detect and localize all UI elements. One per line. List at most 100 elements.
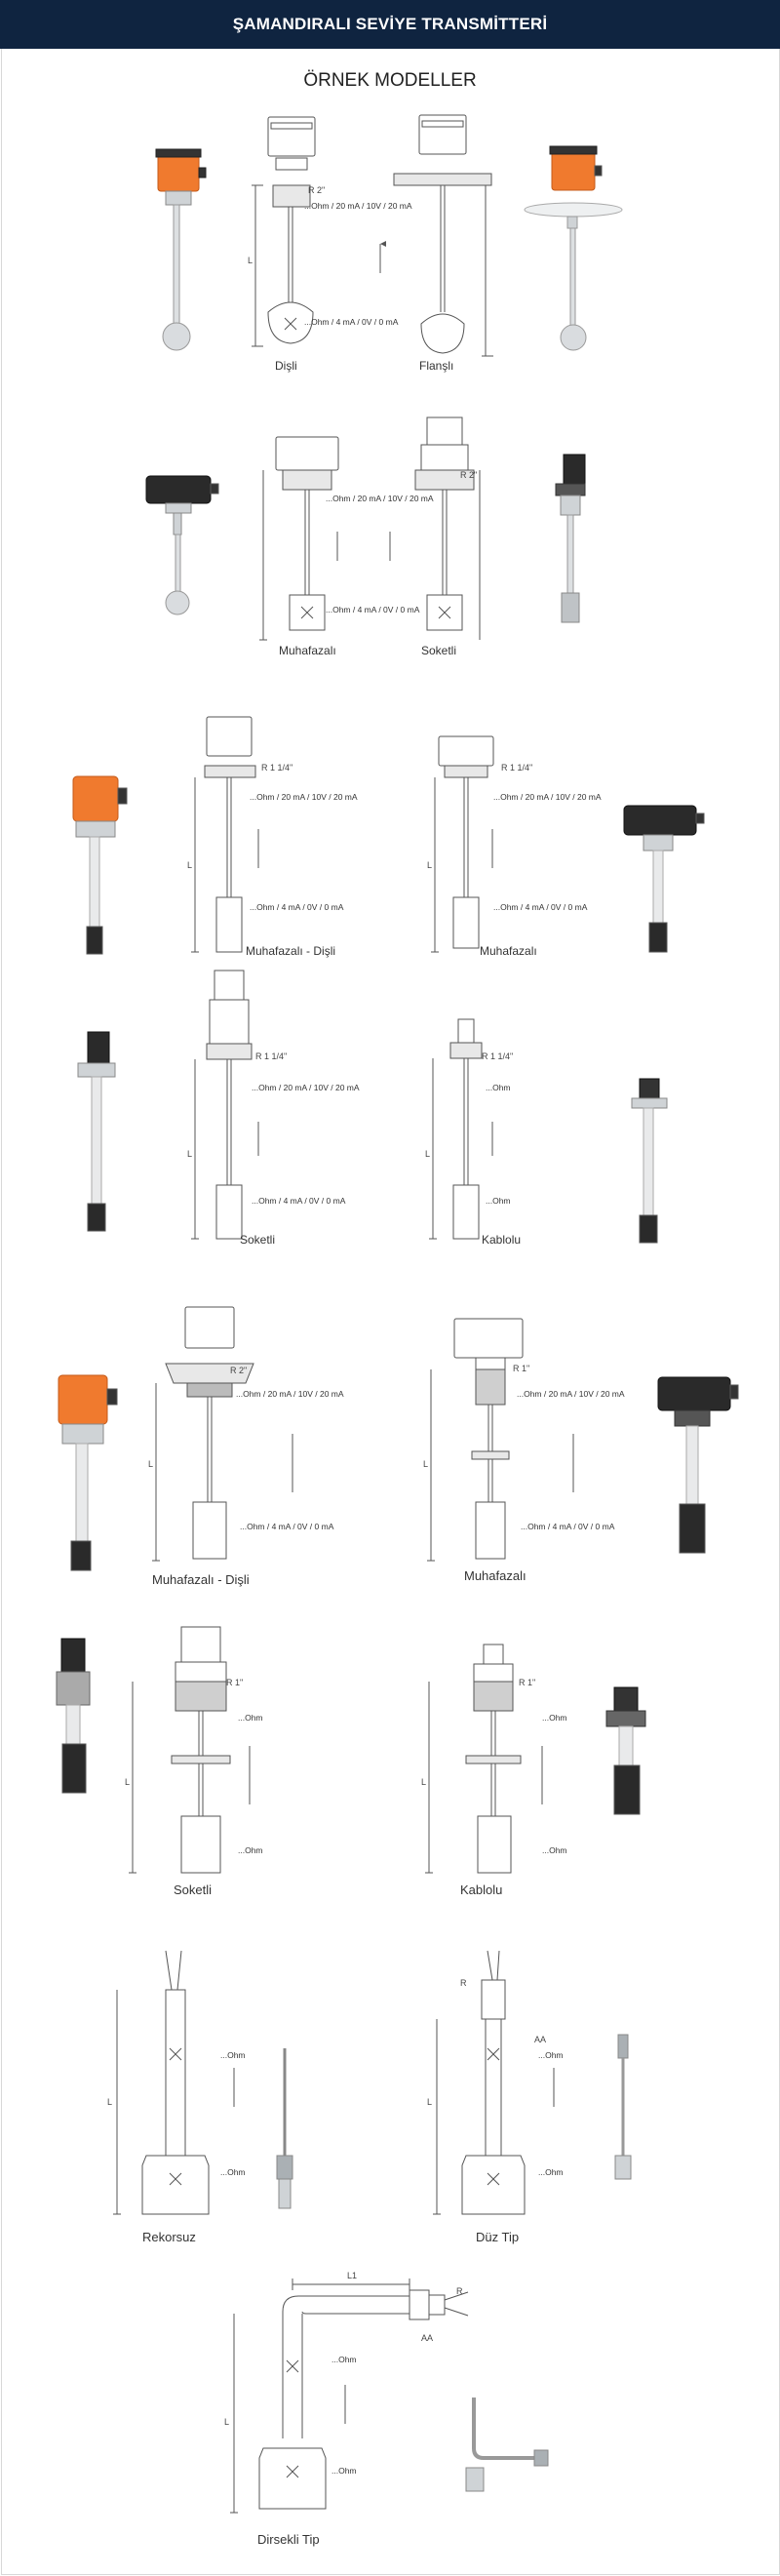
drawing-dirsekli-tip — [230, 2279, 469, 2514]
thread-label: R 1" — [513, 1364, 530, 1373]
product-duz-tip-rod — [614, 2034, 632, 2180]
signal-ohm-label: ...Ohm — [542, 1713, 567, 1723]
model-caption-muhafazali: Muhafazalı — [279, 644, 336, 657]
signal-ohm-label: ...Ohm — [486, 1083, 511, 1092]
product-black-housing — [145, 475, 219, 615]
length-label: L — [187, 1149, 193, 1159]
product-orange-rod — [72, 775, 128, 955]
signal-ohm-label: ...Ohm — [538, 2167, 564, 2177]
model-caption-muhafazali-disli: Muhafazalı - Dişli — [152, 1572, 250, 1587]
signal-ohm-label: ...Ohm — [538, 2050, 564, 2060]
thread-label: R 1 1/4" — [261, 763, 293, 773]
length-label: L — [248, 256, 254, 265]
product-orange-threaded — [155, 148, 207, 351]
signal-top-label: ...Ohm / 20 mA / 10V / 20 mA — [236, 1389, 344, 1399]
length-label: L — [125, 1777, 131, 1787]
model-caption-muhafazali-disli: Muhafazalı - Dişli — [246, 944, 336, 958]
signal-bottom-label: ...Ohm / 4 mA / 0V / 0 mA — [252, 1196, 346, 1206]
length-label: L — [187, 860, 193, 870]
drawing-flansli — [379, 114, 493, 357]
drawing-rekorsuz — [113, 1950, 235, 2215]
product-dirsekli-rod — [465, 2398, 549, 2492]
signal-ohm-label: ...Ohm — [238, 1845, 263, 1855]
model-caption-kablolu: Kablolu — [482, 1233, 522, 1247]
signal-bottom-label: ...Ohm / 4 mA / 0V / 0 mA — [326, 605, 420, 614]
drawing-muhafazali-3 — [427, 1318, 574, 1562]
length-label: L — [427, 2097, 433, 2107]
drawing-muhafazali-2 — [431, 735, 494, 953]
product-socket-short — [56, 1638, 91, 1794]
thread-label: R 1 1/4" — [255, 1051, 288, 1061]
thread-label: R 1 1/4" — [482, 1051, 514, 1061]
drawing-soketli-1 — [389, 416, 481, 640]
model-caption-dirsekli-tip: Dirsekli Tip — [257, 2532, 320, 2547]
signal-top-label: ...Ohm / 20 mA / 10V / 20 mA — [326, 494, 434, 503]
model-caption-flansli: Flanşlı — [419, 359, 454, 373]
signal-top-label: ...Ohm / 20 mA / 10V / 20 mA — [250, 792, 358, 802]
product-rekorsuz-rod — [276, 2048, 293, 2209]
drawing-soketli-2 — [191, 970, 259, 1240]
drawing-muhafazali-disli-2 — [152, 1306, 293, 1562]
product-cable-rod — [631, 1078, 668, 1244]
signal-ohm-label: ...Ohm — [542, 1845, 567, 1855]
model-caption-muhafazali: Muhafazalı — [480, 944, 537, 958]
drawing-disli — [252, 116, 386, 347]
length-label: L — [423, 1459, 429, 1469]
thread-label: R 2" — [230, 1366, 248, 1375]
signal-bottom-label: ...Ohm / 4 mA / 0V / 0 mA — [304, 317, 399, 327]
signal-bottom-label: ...Ohm / 4 mA / 0V / 0 mA — [250, 902, 344, 912]
model-caption-muhafazali: Muhafazalı — [464, 1568, 526, 1583]
signal-bottom-label: ...Ohm / 4 mA / 0V / 0 mA — [240, 1522, 334, 1531]
page-header: ŞAMANDIRALI SEVİYE TRANSMİTTERİ — [0, 0, 780, 49]
drawing-muhafazali-1 — [259, 436, 339, 641]
product-cable-short — [605, 1686, 646, 1815]
product-orange-flange — [524, 145, 623, 351]
length-label: L — [421, 1777, 427, 1787]
length-label: L — [425, 1149, 431, 1159]
product-connector-socket — [555, 454, 586, 623]
length-label: L — [224, 2417, 230, 2427]
signal-ohm-label: ...Ohm — [220, 2167, 246, 2177]
product-black-short — [657, 1376, 739, 1554]
length-label: L1 — [347, 2271, 358, 2280]
page-title: ŞAMANDIRALI SEVİYE TRANSMİTTERİ — [232, 15, 548, 33]
signal-bottom-label: ...Ohm / 4 mA / 0V / 0 mA — [521, 1522, 615, 1531]
model-caption-kablolu: Kablolu — [460, 1882, 503, 1897]
length-label: L — [148, 1459, 154, 1469]
signal-ohm-label: ...Ohm — [238, 1713, 263, 1723]
thread-label: R 2" — [460, 470, 478, 480]
signal-ohm-label: ...Ohm — [220, 2050, 246, 2060]
model-caption-soketli: Soketli — [421, 644, 457, 657]
product-black-rod — [623, 805, 705, 953]
product-orange-short — [58, 1374, 118, 1571]
thread-label: R 2" — [308, 185, 326, 195]
thread-label: R 1 1/4" — [501, 763, 533, 773]
signal-bottom-label: ...Ohm / 4 mA / 0V / 0 mA — [493, 902, 588, 912]
thread-label: R — [456, 2286, 463, 2296]
drawing-kablolu-2 — [425, 1644, 543, 1874]
thread-label: R — [460, 1978, 467, 1988]
length-label: L — [107, 2097, 113, 2107]
signal-ohm-label: ...Ohm — [332, 2355, 357, 2364]
signal-ohm-label: ...Ohm — [486, 1196, 511, 1206]
signal-top-label: ...Ohm / 20 mA / 10V / 20 mA — [493, 792, 602, 802]
signal-top-label: ...Ohm / 20 mA / 10V / 20 mA — [304, 201, 412, 211]
signal-top-label: ...Ohm / 20 mA / 10V / 20 mA — [517, 1389, 625, 1399]
thread-label: AA — [534, 2035, 547, 2044]
signal-ohm-label: ...Ohm — [332, 2466, 357, 2476]
thread-label: AA — [421, 2333, 434, 2343]
product-socket-rod — [77, 1031, 116, 1232]
drawing-kablolu-1 — [429, 1018, 493, 1240]
length-label: L — [427, 860, 433, 870]
model-caption-rekorsuz: Rekorsuz — [142, 2230, 196, 2244]
model-caption-soketli: Soketli — [174, 1882, 213, 1897]
section-title: ÖRNEK MODELLER — [303, 70, 477, 91]
model-caption-soketli: Soketli — [240, 1233, 276, 1247]
drawing-muhafazali-disli-1 — [191, 716, 259, 953]
thread-label: R 1" — [226, 1678, 244, 1687]
signal-top-label: ...Ohm / 20 mA / 10V / 20 mA — [252, 1083, 360, 1092]
thread-label: R 1" — [519, 1678, 536, 1687]
drawing-duz-tip — [433, 1950, 555, 2215]
drawing-soketli-3 — [129, 1626, 251, 1874]
